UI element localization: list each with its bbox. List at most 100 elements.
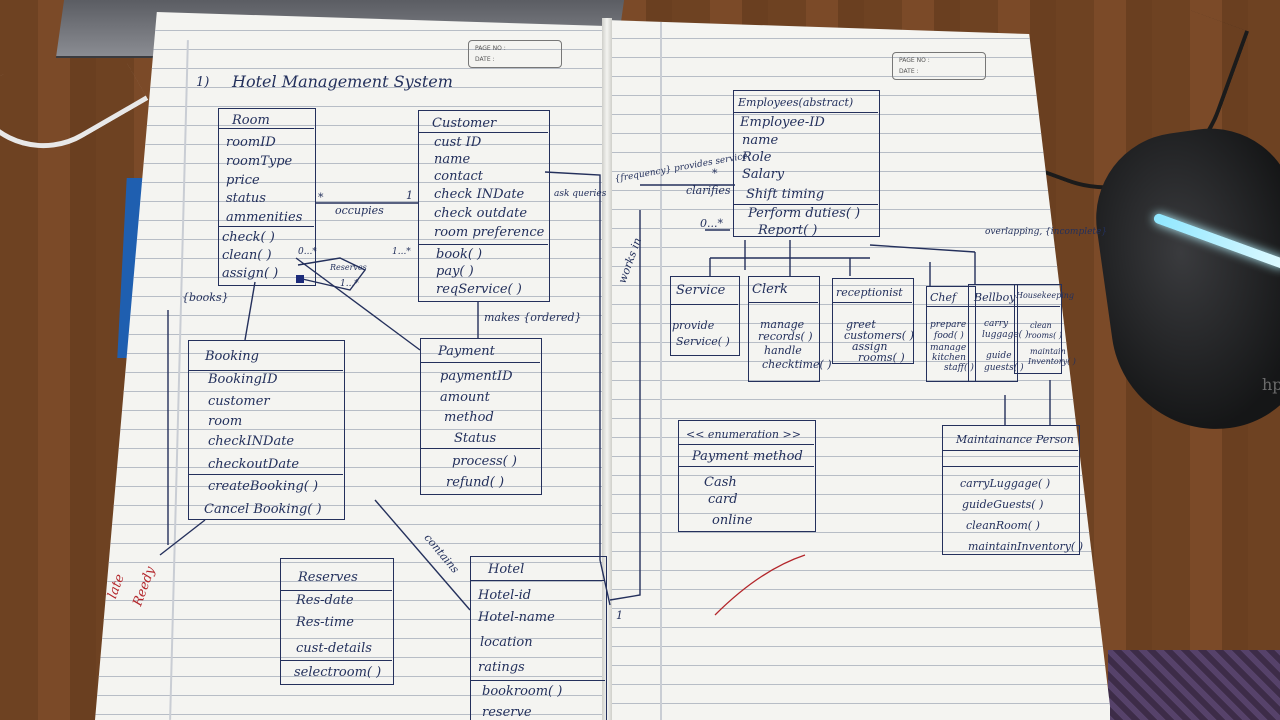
maintenance-separator (942, 466, 1078, 467)
clerk-separator (748, 302, 818, 303)
room-method: check( ) (222, 230, 275, 245)
receptionist-method: rooms( ) (858, 351, 905, 364)
customer-attr: check INDate (434, 187, 525, 202)
reserves-method: selectroom( ) (294, 665, 382, 680)
chef-method: food( ) (934, 331, 964, 341)
booking-attr: checkoutDate (208, 457, 300, 472)
room-attr: status (226, 191, 266, 206)
payment-attr: amount (440, 390, 490, 405)
maintenance-class-name: Maintainance Person (956, 433, 1074, 446)
employee-method: Report( ) (758, 223, 818, 238)
receptionist-separator (832, 302, 912, 303)
housekeeping-class-name: Housekeeping (1016, 291, 1075, 300)
housekeeping-method: Inventory( ) (1028, 357, 1076, 366)
receptionist-class-name: receptionist (836, 286, 903, 299)
housekeeping-class-box (1014, 284, 1062, 374)
receptionist-method: assign (852, 340, 888, 353)
clerk-method: records( ) (758, 330, 813, 343)
customer-attr: room preference (434, 225, 545, 240)
customer-separator (418, 132, 548, 133)
room-method: assign( ) (222, 266, 279, 281)
hotel-separator (470, 580, 605, 581)
books-label: {books} (182, 291, 229, 304)
housekeeping-separator (1014, 306, 1060, 307)
occupies-mult-room: * (318, 191, 324, 204)
receptionist-class-box (832, 278, 914, 364)
clerk-class-box (748, 276, 820, 382)
housekeeping-method: clean (1030, 321, 1052, 330)
customer-attr: cust ID (434, 135, 482, 150)
makes-label: makes {ordered} (484, 311, 582, 324)
maintenance-separator (942, 450, 1078, 451)
mouse-logo-icon: hp (1262, 375, 1280, 394)
room-attr: ammenities (226, 210, 303, 225)
bellboy-method: guests( ) (984, 363, 1024, 373)
payment-class-name: Payment (438, 344, 495, 359)
reserves-mult-b: 1...* (392, 247, 411, 257)
employee-class-box (733, 90, 880, 237)
booking-attr: checkINDate (208, 434, 295, 449)
customer-class-box (418, 110, 550, 302)
payment-method: process( ) (452, 454, 517, 469)
employee-class-name: Employees(abstract) (738, 96, 854, 109)
room-class-box (218, 108, 316, 286)
chef-method: manage (930, 343, 967, 353)
booking-method: Cancel Booking( ) (204, 502, 322, 517)
reserves-attr: Res-date (296, 593, 354, 608)
page-no-label: PAGE NO : (475, 45, 506, 52)
booking-separator (188, 474, 343, 475)
receptionist-method: customers( ) (844, 329, 914, 342)
service-class-name: Service (676, 283, 726, 298)
booking-attr: room (208, 414, 243, 429)
bellboy-class-box (968, 284, 1018, 382)
maintenance-method: guideGuests( ) (962, 498, 1044, 511)
service-separator (670, 304, 738, 305)
reserves-class-name: Reserves (298, 570, 358, 585)
clerk-method: manage (760, 318, 805, 331)
enumeration-separator (678, 444, 814, 445)
room-method: clean( ) (222, 248, 272, 263)
chef-method: kitchen (932, 353, 966, 363)
employee-separator (733, 204, 878, 205)
service-method: Service( ) (676, 335, 730, 348)
room-class-name: Room (232, 113, 270, 128)
chef-class-name: Chef (930, 291, 957, 304)
employee-attr: Salary (742, 167, 785, 182)
receptionist-method: greet (846, 318, 876, 331)
room-attr: roomType (226, 154, 293, 169)
title-index: 1) (196, 75, 210, 90)
room-attr: price (226, 173, 260, 188)
reserves-separator (280, 660, 392, 661)
employee-attr: name (742, 133, 779, 148)
booking-attr: customer (208, 394, 270, 409)
page-stamp-right: PAGE NO : DATE : (892, 52, 986, 80)
booking-method: createBooking( ) (208, 479, 319, 494)
bellboy-method: guide (986, 351, 1012, 361)
overlapping-label: overlapping, {incomplete} (985, 227, 1108, 237)
customer-attr: name (434, 152, 471, 167)
maintenance-method: maintainInventory( ) (968, 540, 1084, 553)
booking-class-name: Booking (205, 349, 259, 364)
maintenance-class-box (942, 425, 1080, 555)
enumeration-value: Cash (704, 475, 737, 490)
customer-attr: check outdate (434, 206, 528, 221)
clerk-class-name: Clerk (752, 282, 788, 297)
employee-mult: 0...* (700, 217, 723, 230)
customer-attr: contact (434, 169, 483, 184)
hotel-attr: Hotel-id (478, 588, 532, 603)
payment-separator (420, 362, 540, 363)
bellboy-method: carry (984, 319, 1009, 329)
clarifies-label: clarifies (686, 184, 731, 197)
hotel-mult: 1 (616, 609, 623, 622)
page-stamp-left: PAGE NO : DATE : (468, 40, 562, 68)
clarifies-mult: * (712, 167, 718, 180)
bellboy-method: luggage( ) (982, 330, 1029, 340)
chef-class-box (926, 286, 976, 382)
hotel-method: bookroom( ) (482, 684, 563, 699)
hotel-attr: location (480, 635, 533, 650)
room-attr: roomID (226, 135, 276, 150)
occupies-mult-customer: 1 (406, 189, 413, 202)
payment-class-box (420, 338, 542, 495)
